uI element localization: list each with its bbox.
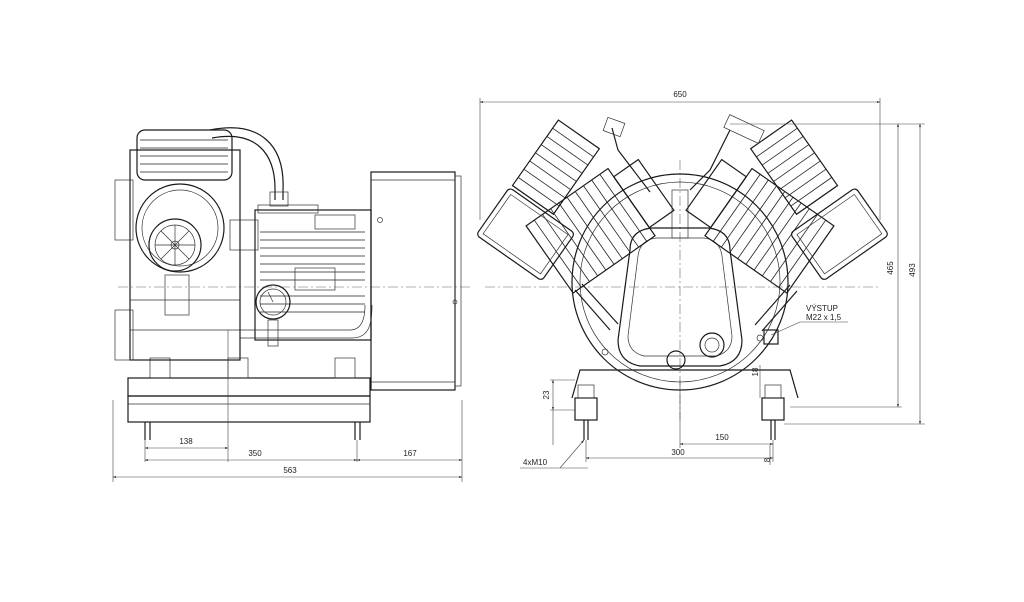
outlet-label: VÝSTUP — [806, 304, 838, 313]
front-filter-right — [790, 188, 888, 280]
front-dimensions: 650 465 493 23 150 300 — [479, 90, 925, 469]
front-cylinder-right — [685, 158, 835, 294]
front-cylinder-left — [525, 158, 675, 294]
dim-650: 650 — [673, 90, 687, 99]
side-view: 138 350 167 563 — [112, 127, 470, 482]
outlet-thread: M22 x 1,5 — [806, 313, 842, 322]
side-motor-cover — [370, 171, 462, 391]
dim-18: 18 — [751, 367, 760, 376]
side-compressor-head — [114, 129, 259, 361]
dim-350: 350 — [248, 449, 262, 458]
side-air-filter — [135, 183, 225, 316]
front-filter-left — [477, 188, 575, 280]
dim-23: 23 — [542, 390, 551, 399]
dim-150: 150 — [715, 433, 729, 442]
dim-563: 563 — [283, 466, 297, 475]
side-pressure-gauge — [255, 284, 291, 347]
dim-300: 300 — [671, 448, 685, 457]
dim-8: 8 — [763, 457, 772, 462]
dim-167: 167 — [403, 449, 417, 458]
outlet-annotation: VÝSTUP M22 x 1,5 — [770, 304, 848, 336]
front-view: VÝSTUP M22 x 1,5 650 465 493 23 — [477, 90, 925, 469]
front-cylinder-left-head — [511, 119, 601, 216]
dim-138: 138 — [179, 437, 193, 446]
side-base-frame — [127, 357, 371, 440]
side-motor-body — [254, 204, 372, 341]
side-dimensions: 138 350 167 563 — [112, 330, 463, 482]
front-cylinder-right-head — [749, 119, 839, 216]
dim-465: 465 — [886, 261, 895, 275]
dim-thread: 4xM10 — [523, 458, 548, 467]
dim-493: 493 — [908, 263, 917, 277]
front-feet — [571, 369, 799, 440]
